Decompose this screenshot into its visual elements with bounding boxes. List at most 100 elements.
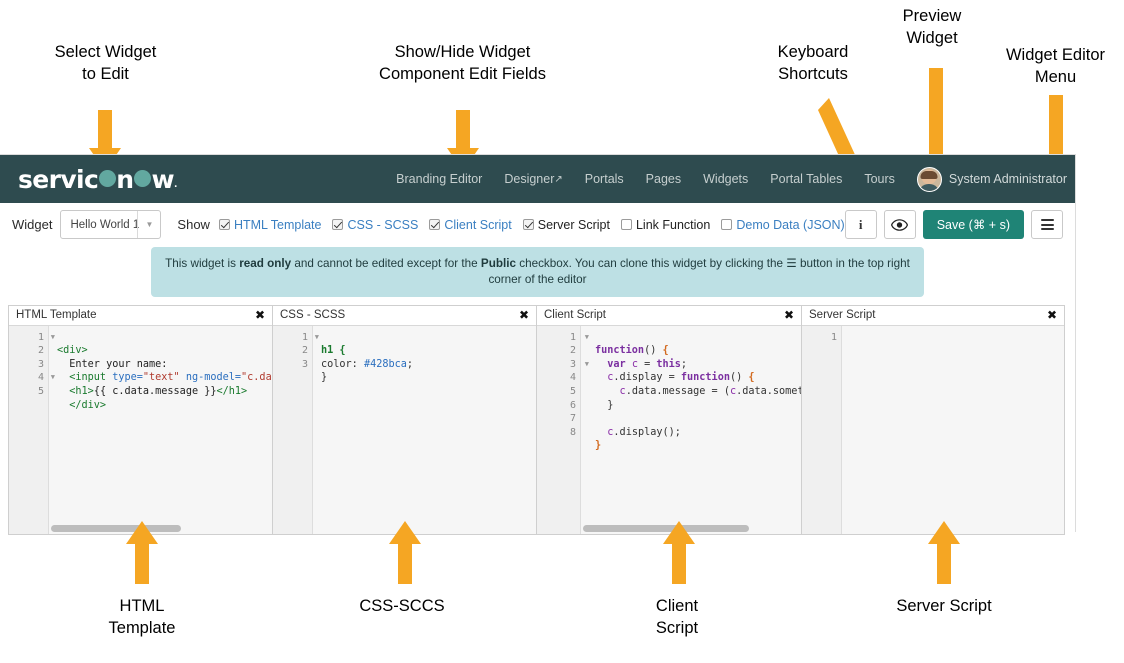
- code-editor-html[interactable]: 1▼ 2 3 4▼ 5 <div> Enter your name: <inpu…: [9, 325, 272, 534]
- arrow-up-html-template: [126, 521, 158, 584]
- checkbox-label: CSS - SCSS: [347, 217, 419, 232]
- nav-item-tours[interactable]: Tours: [864, 172, 895, 186]
- nav-item-designer[interactable]: Designer↗: [504, 172, 562, 186]
- checkbox-box[interactable]: [332, 219, 344, 230]
- panel-title: Server Script: [809, 309, 876, 322]
- fold-arrow-icon[interactable]: ▼: [50, 332, 55, 341]
- line-number: 2: [37, 345, 44, 357]
- show-label: Show: [177, 217, 210, 232]
- panel-title: Client Script: [544, 309, 606, 322]
- line-number: 5: [37, 385, 44, 397]
- close-icon[interactable]: ✖: [518, 308, 529, 323]
- logo-text-3: w: [151, 164, 174, 194]
- checkbox-box[interactable]: [429, 219, 441, 230]
- nav-item-portal-tables[interactable]: Portal Tables: [770, 172, 842, 186]
- line-number: 1: [830, 331, 837, 343]
- show-checkbox-group: HTML Template CSS - SCSS Client Script S…: [218, 217, 845, 232]
- arrow-up-client-script: [663, 521, 695, 584]
- fold-arrow-icon[interactable]: ▼: [584, 332, 589, 341]
- close-icon[interactable]: ✖: [1046, 308, 1057, 323]
- checkbox-css-scss[interactable]: CSS - SCSS: [332, 218, 418, 232]
- logo-text-2: n: [116, 164, 134, 194]
- widget-select-value: Hello World 1: [70, 218, 140, 231]
- save-button-label: Save (⌘ + s): [936, 218, 1010, 232]
- code-editor-server[interactable]: 1: [802, 325, 1064, 534]
- username-label: System Administrator: [948, 172, 1067, 186]
- checkbox-demo-data-json[interactable]: Demo Data (JSON): [721, 218, 845, 232]
- fold-arrow-icon[interactable]: ▼: [314, 332, 319, 341]
- callout-keyboard-shortcuts: Keyboard Shortcuts: [777, 43, 849, 83]
- editor-toolbar: Widget Hello World 1 ▼ Show HTML Templat…: [0, 203, 1075, 247]
- checkbox-box[interactable]: [721, 219, 733, 230]
- notice-bold-public: Public: [480, 257, 516, 270]
- checkbox-box[interactable]: [522, 219, 534, 230]
- code-content[interactable]: h1 {color: #428bca;}: [321, 345, 414, 384]
- checkbox-box[interactable]: [218, 219, 230, 230]
- checkbox-html-template[interactable]: HTML Template: [218, 218, 321, 232]
- panel-html-template: HTML Template ✖ 1▼ 2 3 4▼ 5 <div> Enter …: [8, 304, 273, 535]
- nav-item-widgets[interactable]: Widgets: [703, 172, 748, 186]
- code-content[interactable]: [842, 326, 1064, 534]
- checkbox-label: Client Script: [444, 217, 512, 232]
- callout-preview-widget: Preview Widget: [902, 7, 962, 47]
- nav-item-branding-editor[interactable]: Branding Editor: [396, 172, 482, 186]
- nav-label: Pages: [645, 172, 682, 186]
- preview-button[interactable]: [883, 210, 916, 239]
- checkbox-client-script[interactable]: Client Script: [429, 217, 512, 232]
- arrow-up-server-script: [928, 521, 960, 584]
- panel-client-script: Client Script ✖ 1▼ 2 3▼ 4 5 6 7 8 functi…: [536, 304, 802, 535]
- nav-label: Designer: [504, 172, 555, 186]
- line-number: 2: [301, 345, 308, 357]
- line-number: 3▼: [569, 358, 589, 370]
- code-content[interactable]: <div> Enter your name: <input type="text…: [57, 345, 272, 411]
- info-button[interactable]: i: [844, 210, 877, 239]
- code-editor-css[interactable]: 1▼ 2 3 h1 {color: #428bca;}: [273, 325, 536, 534]
- line-number: 5: [569, 385, 576, 397]
- nav-label: Portal Tables: [770, 172, 843, 186]
- nav-label: Tours: [864, 172, 895, 186]
- avatar[interactable]: [916, 166, 942, 192]
- save-button[interactable]: Save (⌘ + s): [922, 210, 1024, 239]
- line-number-gutter: 1▼ 2 3: [273, 325, 319, 534]
- nav-item-portals[interactable]: Portals: [585, 172, 624, 186]
- code-content[interactable]: function() { var c = this; c.display = f…: [595, 345, 801, 452]
- widget-editor-menu-button[interactable]: [1031, 210, 1063, 239]
- line-number: 4: [569, 372, 576, 384]
- avatar-hair: [920, 170, 938, 179]
- logo-tm: .: [173, 179, 177, 190]
- code-editor-client[interactable]: 1▼ 2 3▼ 4 5 6 7 8 function() { var c = t…: [537, 325, 801, 534]
- checkbox-label: Link Function: [635, 217, 711, 232]
- callout-widget-editor-menu: Widget Editor Menu: [1005, 46, 1106, 86]
- user-menu[interactable]: System Administrator: [916, 166, 1067, 192]
- notice-part-2: and cannot be edited except for the: [291, 257, 481, 270]
- line-number: 1▼: [37, 331, 55, 343]
- checkbox-server-script[interactable]: Server Script: [522, 218, 610, 232]
- toolbar-actions: i Save (⌘ + s): [844, 210, 1063, 239]
- read-only-notice: This widget is read only and cannot be e…: [151, 247, 924, 297]
- horizontal-scrollbar[interactable]: [51, 524, 181, 532]
- fold-arrow-icon[interactable]: ▼: [584, 359, 589, 368]
- arrow-down-preview-widget: [920, 68, 952, 205]
- checkbox-box[interactable]: [620, 219, 632, 230]
- callout-css-sccs: CSS-SCCS: [359, 597, 445, 615]
- line-number: 6: [569, 399, 576, 411]
- line-number: 2: [569, 345, 576, 357]
- arrow-down-widget-editor-menu: [1040, 95, 1072, 209]
- logo-circle-icon: [98, 169, 116, 187]
- external-link-icon: ↗: [554, 174, 563, 185]
- checkbox-link-function[interactable]: Link Function: [620, 217, 711, 232]
- editor-panels: HTML Template ✖ 1▼ 2 3 4▼ 5 <div> Enter …: [0, 304, 1075, 543]
- horizontal-scrollbar[interactable]: [583, 524, 749, 532]
- nav-item-pages[interactable]: Pages: [646, 172, 681, 186]
- avatar-body: [918, 183, 940, 191]
- fold-arrow-icon[interactable]: ▼: [50, 373, 55, 382]
- chevron-down-icon[interactable]: ▼: [137, 211, 160, 238]
- close-icon[interactable]: ✖: [254, 308, 265, 323]
- widget-select[interactable]: Hello World 1 ▼: [60, 210, 162, 239]
- line-number: 1▼: [569, 331, 589, 343]
- close-icon[interactable]: ✖: [783, 308, 794, 323]
